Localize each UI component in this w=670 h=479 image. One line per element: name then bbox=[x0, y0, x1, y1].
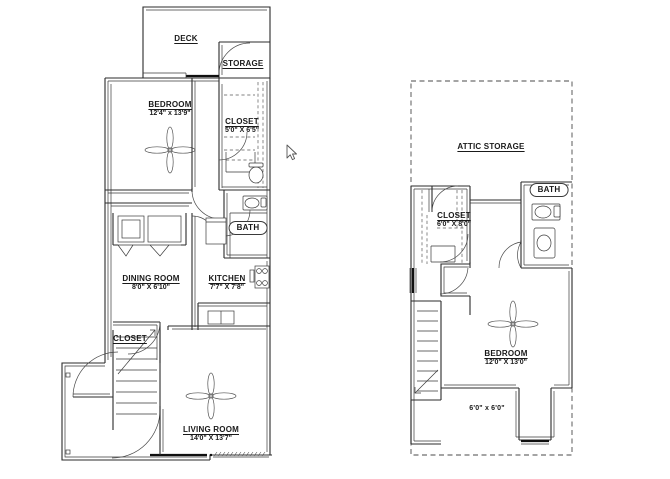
room-dim-bedroom-main: 12'4" x 13'9" bbox=[149, 110, 191, 117]
ceiling-fan-icon bbox=[185, 372, 237, 420]
room-name-closet-lower-main: CLOSET bbox=[113, 334, 147, 343]
ceiling-fan-icon bbox=[487, 300, 539, 348]
room-dim-dining-room: 8'0" X 6'10" bbox=[132, 284, 170, 291]
room-label-dining-room: DINING ROOM 8'0" X 6'10" bbox=[122, 274, 179, 293]
room-dim-living-room: 14'0" X 13'7" bbox=[190, 435, 232, 442]
room-dim-alcove: 6'0" x 6'0" bbox=[469, 405, 505, 412]
bathroom-sink bbox=[531, 203, 561, 221]
room-label-deck: DECK bbox=[174, 34, 197, 44]
upper-stairs bbox=[410, 300, 442, 444]
room-label-alcove: 6'0" x 6'0" bbox=[469, 405, 505, 414]
room-label-closet-upper: CLOSET 6'0" X 8'0" bbox=[437, 211, 471, 230]
room-label-bath-main: BATH bbox=[228, 221, 268, 235]
toilet-fixture bbox=[248, 162, 264, 184]
room-name-deck: DECK bbox=[174, 34, 198, 43]
room-label-kitchen: KITCHEN 7'7" X 7'8" bbox=[209, 274, 246, 293]
room-label-living-room: LIVING ROOM 14'0" X 13'7" bbox=[183, 425, 239, 444]
upper-hall bbox=[409, 262, 471, 315]
main-level-outer-walls bbox=[61, 77, 272, 461]
room-label-closet-lower-main: CLOSET bbox=[113, 334, 147, 344]
living-room bbox=[185, 372, 237, 420]
cooktop-fixture bbox=[249, 265, 270, 289]
room-label-storage: STORAGE bbox=[223, 59, 264, 69]
room-name-kitchen: KITCHEN bbox=[208, 274, 246, 283]
room-label-bedroom-main: BEDROOM 12'4" x 13'9" bbox=[148, 100, 191, 119]
upper-bedroom bbox=[411, 268, 573, 445]
room-name-closet-upper-main: CLOSET bbox=[225, 117, 259, 126]
bathroom-sink bbox=[242, 195, 268, 211]
stairs-and-closet bbox=[65, 321, 164, 459]
room-name-closet-upper: CLOSET bbox=[437, 211, 471, 220]
kitchen-area bbox=[167, 212, 270, 330]
main-level-plan bbox=[61, 6, 272, 461]
room-dim-bedroom-upper: 12'0" X 13'0" bbox=[485, 359, 527, 366]
room-label-bath-upper: BATH bbox=[529, 183, 569, 197]
living-room-window bbox=[213, 451, 267, 457]
room-name-dining-room: DINING ROOM bbox=[122, 274, 180, 283]
room-dim-closet-upper: 6'0" X 8'0" bbox=[436, 221, 472, 228]
toilet-fixture bbox=[533, 227, 556, 259]
laundry-closet bbox=[105, 202, 192, 257]
room-name-living-room: LIVING ROOM bbox=[183, 425, 239, 434]
upper-bathroom bbox=[498, 181, 572, 269]
room-label-attic-storage: ATTIC STORAGE bbox=[457, 142, 524, 152]
upper-level-plan bbox=[409, 80, 573, 456]
room-dim-kitchen: 7'7" X 7'8" bbox=[209, 284, 245, 291]
main-bedroom bbox=[105, 78, 222, 220]
room-dim-closet-upper-main: 5'0" X 6'5" bbox=[224, 127, 260, 134]
room-name-bedroom-main: BEDROOM bbox=[148, 100, 192, 109]
room-label-closet-upper-main: CLOSET 5'0" X 6'5" bbox=[225, 117, 259, 136]
room-name-attic-storage: ATTIC STORAGE bbox=[457, 142, 525, 151]
room-label-bedroom-upper: BEDROOM 12'0" X 13'0" bbox=[484, 349, 527, 368]
kitchen-sink bbox=[207, 310, 235, 325]
room-name-bedroom-upper: BEDROOM bbox=[484, 349, 528, 358]
room-name-storage: STORAGE bbox=[222, 59, 264, 68]
